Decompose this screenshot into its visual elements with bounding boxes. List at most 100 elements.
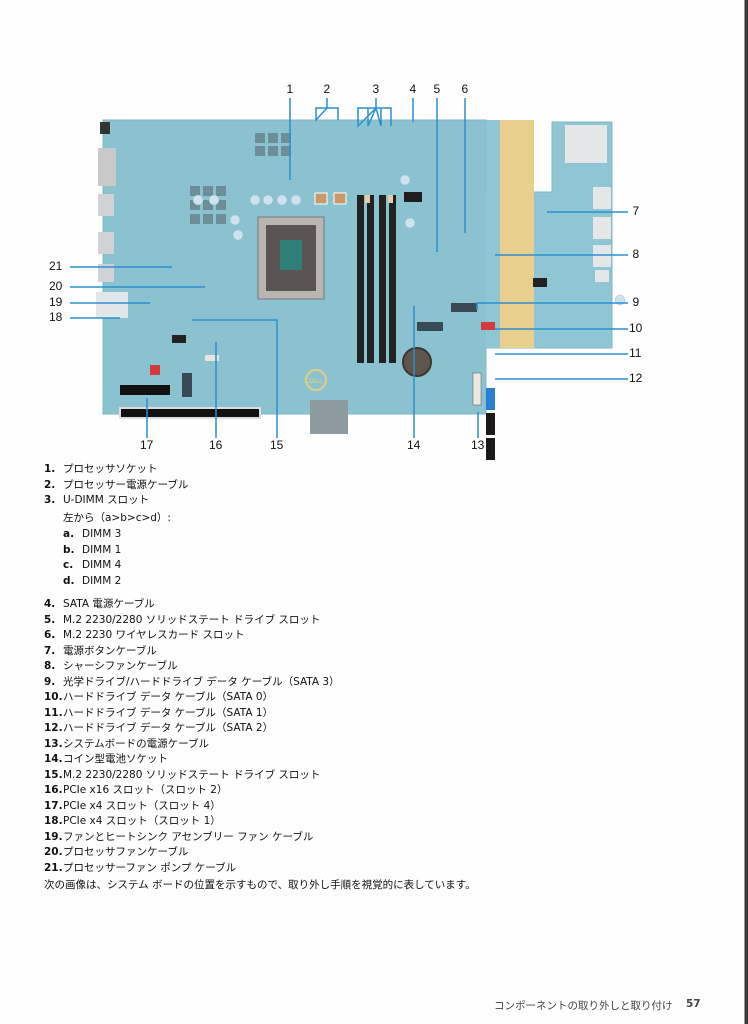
rear-io-usb-1	[98, 194, 114, 216]
dimm-order-note: 左から（a>b>c>d）:	[63, 511, 171, 524]
legend-item: 7.電源ボタンケーブル	[44, 644, 684, 660]
legend-item-number: 13.	[44, 737, 63, 750]
cpu-power-connector-2	[333, 192, 347, 205]
legend-item-text: ファンとヒートシンク アセンブリー ファン ケーブル	[63, 830, 314, 843]
page-edge	[745, 0, 748, 1024]
legend-item-number: 20.	[44, 846, 63, 858]
legend-item-text: PCIe x16 スロット（スロット 2）	[63, 784, 228, 796]
legend-item-number: d.	[63, 574, 75, 587]
callout-number-4: 4	[409, 82, 417, 96]
legend-item: 1.プロセッサソケット	[44, 462, 684, 478]
board-right-bridge	[486, 120, 500, 348]
legend-item-text: M.2 2230/2280 ソリッドステート ドライブ スロット	[63, 768, 321, 781]
callout-number-10: 10	[629, 321, 643, 335]
legend-item-number: 11.	[44, 706, 63, 719]
callout-number-3: 3	[372, 82, 380, 96]
legend-item: 16.PCIe x16 スロット（スロット 2）	[44, 783, 684, 799]
legend-item-text: DIMM 2	[82, 574, 122, 587]
legend-item-text: 電源ボタンケーブル	[63, 644, 157, 657]
legend-item-number: 4.	[44, 598, 56, 610]
legend-item-text: PCIe x4 スロット（スロット 1）	[63, 815, 221, 827]
sata-3-port	[472, 372, 482, 406]
legend-item-text: プロセッサーファン ポンプ ケーブル	[63, 861, 237, 874]
figure-caption: 次の画像は、システム ボードの位置を示すもので、取り外し手順を視覚的に表していま…	[44, 879, 476, 891]
rear-io-lan	[96, 292, 128, 318]
legend-item: 21.プロセッサーファン ポンプ ケーブル	[44, 861, 684, 877]
callout-number-16: 16	[209, 438, 223, 452]
legend-item: 2.プロセッサー電源ケーブル	[44, 478, 684, 494]
chipset-heatsink	[310, 400, 348, 434]
power-button-connector	[533, 278, 547, 287]
sata-0-port	[486, 388, 495, 410]
chassis-fan-connector	[481, 322, 495, 330]
callout-number-17: 17	[140, 438, 154, 452]
dimm-1	[367, 195, 374, 363]
legend-item: 19.ファンとヒートシンク アセンブリー ファン ケーブル	[44, 830, 684, 846]
legend-item-text: プロセッサファンケーブル	[63, 846, 189, 858]
legend-item: 3. U-DIMM スロット	[44, 493, 684, 509]
sata-2-port	[486, 438, 495, 460]
legend-item: 6.M.2 2230 ワイヤレスカード スロット	[44, 628, 684, 644]
m2-ssd-slot-15	[182, 373, 192, 397]
rear-io-usb-2	[98, 232, 114, 254]
callout-number-14: 14	[407, 438, 421, 452]
legend-item-text: DIMM 3	[82, 528, 122, 540]
legend-item: 13.システムボードの電源ケーブル	[44, 737, 684, 753]
dimm-4	[379, 195, 386, 363]
legend-item: 15.M.2 2230/2280 ソリッドステート ドライブ スロット	[44, 768, 684, 784]
legend-item-number: a.	[63, 528, 75, 540]
legend-item-number: 17.	[44, 799, 63, 812]
callout-number-21: 21	[49, 259, 63, 273]
legend-item-number: 2.	[44, 478, 56, 491]
processor-pump-connector	[172, 335, 186, 343]
legend-item-text: プロセッサソケット	[63, 463, 158, 475]
legend-item-text: コイン型電池ソケット	[63, 753, 168, 765]
legend-item-text: SATA 電源ケーブル	[63, 598, 155, 610]
page-edge-shadow	[744, 0, 745, 1024]
legend-item-number: 12.	[44, 722, 63, 734]
footer-page-number: 57	[686, 998, 701, 1010]
callout-number-5: 5	[433, 82, 441, 96]
legend-item: 4. SATA 電源ケーブル	[44, 597, 684, 613]
callout-number-13: 13	[471, 438, 485, 452]
vrm-components	[190, 133, 291, 224]
legend-item-number: 14.	[44, 753, 63, 765]
dimm-2	[389, 195, 396, 363]
callout-number-15: 15	[270, 438, 284, 452]
legend-item: 10.ハードドライブ データ ケーブル（SATA 0）	[44, 690, 684, 706]
legend-item-number: 21.	[44, 861, 63, 874]
legend-item-number: 5.	[44, 613, 56, 626]
sata-power-connector	[404, 192, 422, 202]
legend-item-number: 16.	[44, 784, 63, 796]
callout-number-12: 12	[629, 371, 643, 385]
front-io-usbc	[595, 270, 609, 282]
callout-number-20: 20	[49, 279, 63, 293]
front-io-usb-2	[593, 217, 611, 239]
legend-list-part-2: 4. SATA 電源ケーブル 5. M.2 2230/2280 ソリッドステート ドラ…	[44, 597, 684, 876]
legend-item-number: 6.	[44, 629, 56, 641]
pcie-x4-slot-1	[120, 385, 170, 395]
legend-item-number: 19.	[44, 830, 63, 843]
heatsink-fan-connector	[150, 365, 160, 375]
callout-line-3	[357, 98, 392, 128]
legend-item-text: U-DIMM スロット	[63, 494, 150, 506]
legend-item: 12.ハードドライブ データ ケーブル（SATA 2）	[44, 721, 684, 737]
legend-item-text: ハードドライブ データ ケーブル（SATA 0）	[63, 691, 274, 703]
cpu-socket-pads	[280, 240, 302, 270]
legend-item-number: 3.	[44, 494, 56, 506]
m2-wireless-slot-6	[451, 303, 477, 312]
legend-item-number: 9.	[44, 675, 56, 688]
dell-logo-text: DELL	[308, 378, 324, 385]
legend-item: c.DIMM 4	[63, 558, 684, 574]
dimm-3	[357, 195, 364, 363]
legend-item: 11.ハードドライブ データ ケーブル（SATA 1）	[44, 706, 684, 722]
legend-item-number: 10.	[44, 691, 63, 703]
legend-item-text: M.2 2230/2280 ソリッドステート ドライブ スロット	[63, 613, 321, 626]
legend-item-text: DIMM 1	[82, 543, 122, 556]
legend-item-text: ハードドライブ データ ケーブル（SATA 2）	[63, 722, 274, 734]
rear-io-usb-3	[98, 264, 114, 282]
callout-number-2: 2	[323, 82, 331, 96]
legend-item: 20.プロセッサファンケーブル	[44, 845, 684, 861]
